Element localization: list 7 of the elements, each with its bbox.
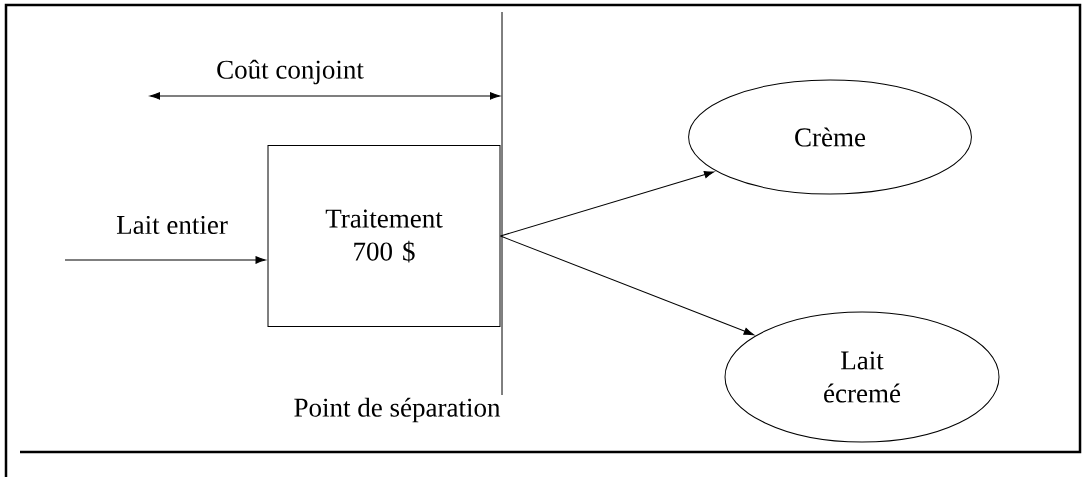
label: Point de séparation [294,397,501,423]
arrow [500,235,754,336]
label: Coût conjoint [217,59,364,85]
edge-label: Lait entier [116,215,228,235]
arrow [64,256,266,264]
process-box: Traitement 700 $ [267,145,501,327]
arrow [500,171,715,237]
